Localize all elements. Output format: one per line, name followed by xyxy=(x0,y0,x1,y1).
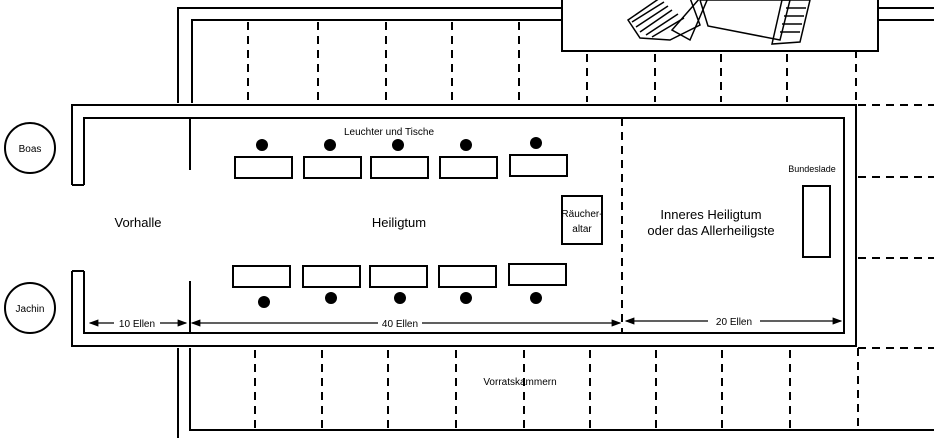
holy-place-label: Heiligtum xyxy=(372,215,426,230)
inner-sanctum-label-line2: oder das Allerheiligste xyxy=(647,223,774,238)
storerooms-label: Vorratskammern xyxy=(483,377,556,388)
tables-bottom xyxy=(232,263,567,288)
svg-text:Jachin: Jachin xyxy=(16,304,45,315)
tables-top xyxy=(234,154,568,179)
ark-of-covenant: Bundeslade xyxy=(788,164,836,258)
dimension-porch: 10 Ellen xyxy=(88,319,188,330)
lampstands-tables-label: Leuchter und Tische xyxy=(344,127,434,138)
svg-text:altar: altar xyxy=(572,224,592,235)
dimension-inner-sanctum: 20 Ellen xyxy=(624,317,843,328)
temple-walls xyxy=(71,104,857,347)
inner-sanctum-label-line1: Inneres Heiligtum xyxy=(660,207,761,222)
incense-altar: Räucher- altar xyxy=(561,195,603,245)
svg-text:Bundeslade: Bundeslade xyxy=(788,164,836,174)
svg-text:20 Ellen: 20 Ellen xyxy=(716,317,752,328)
east-storerooms xyxy=(857,104,934,430)
building-illustration-inset xyxy=(561,0,879,52)
dimension-holy-place: 40 Ellen xyxy=(190,319,622,330)
pillar-jachin: Jachin xyxy=(4,282,56,334)
svg-text:40 Ellen: 40 Ellen xyxy=(382,319,418,330)
svg-text:Boas: Boas xyxy=(19,144,42,155)
porch-label: Vorhalle xyxy=(115,215,162,230)
lampstands-top xyxy=(256,137,542,151)
pillar-boas: Boas xyxy=(4,122,56,174)
lampstands-bottom xyxy=(258,292,542,308)
svg-text:10 Ellen: 10 Ellen xyxy=(119,319,155,330)
bottom-storeroom-band xyxy=(177,348,934,438)
svg-text:Räucher-: Räucher- xyxy=(561,209,602,220)
